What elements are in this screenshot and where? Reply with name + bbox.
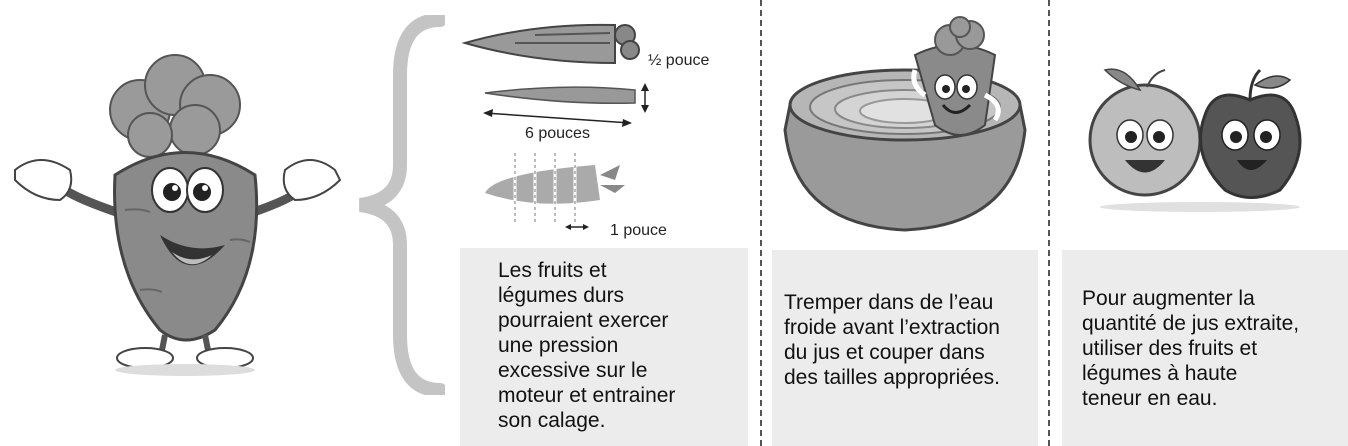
panel-1-text: Les fruits et légumes durs pourraient ex… xyxy=(460,248,748,446)
curly-brace xyxy=(358,15,445,395)
panel-2-text: Tremper dans de l’eau froide avant l’ext… xyxy=(772,250,1038,446)
divider-2 xyxy=(1048,0,1050,446)
carrot-mascot-icon xyxy=(14,54,342,376)
label-half-inch: ½ pouce xyxy=(648,52,710,69)
divider-1 xyxy=(760,0,762,446)
orange-and-apple-icon xyxy=(1088,68,1302,212)
panel-3-text: Pour augmenter la quantité de jus extrai… xyxy=(1062,250,1348,446)
label-one-inch: 1 pouce xyxy=(610,222,667,239)
carrot-sizing-diagram xyxy=(461,23,649,230)
cooking-pot-icon xyxy=(783,16,1027,232)
label-six-inches: 6 pouces xyxy=(525,125,590,142)
